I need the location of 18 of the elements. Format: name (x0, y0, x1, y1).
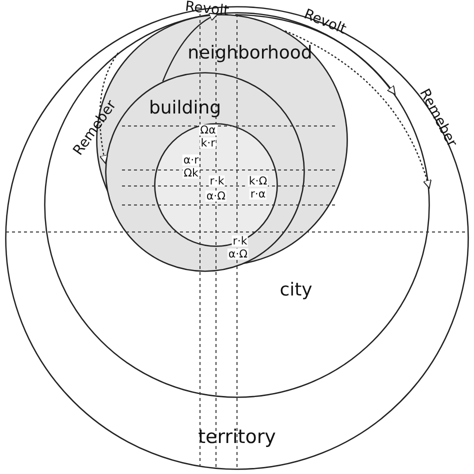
symbol-label: α·r (182, 154, 200, 166)
symbol-label: α·Ω (205, 190, 227, 202)
symbol-label: r·k (232, 236, 248, 246)
symbol-label: r·α (249, 188, 267, 200)
curved-arrow (162, 13, 218, 82)
symbol-label: k·r (200, 138, 216, 148)
region-label: territory (198, 426, 276, 448)
edge-label: Revolt (184, 0, 230, 18)
symbol-label: Ωk (182, 168, 200, 178)
symbol-label: α·Ω (227, 248, 249, 260)
symbol-label: k·Ω (248, 176, 268, 186)
region-label: neighborhood (188, 42, 312, 64)
symbol-label: r·k (208, 176, 226, 186)
curved-arrow (235, 14, 396, 95)
symbol-label: Ωα (199, 124, 217, 136)
region-label: building (148, 98, 222, 118)
region-label: city (280, 280, 312, 300)
dotted-curved-arrow (284, 30, 432, 189)
